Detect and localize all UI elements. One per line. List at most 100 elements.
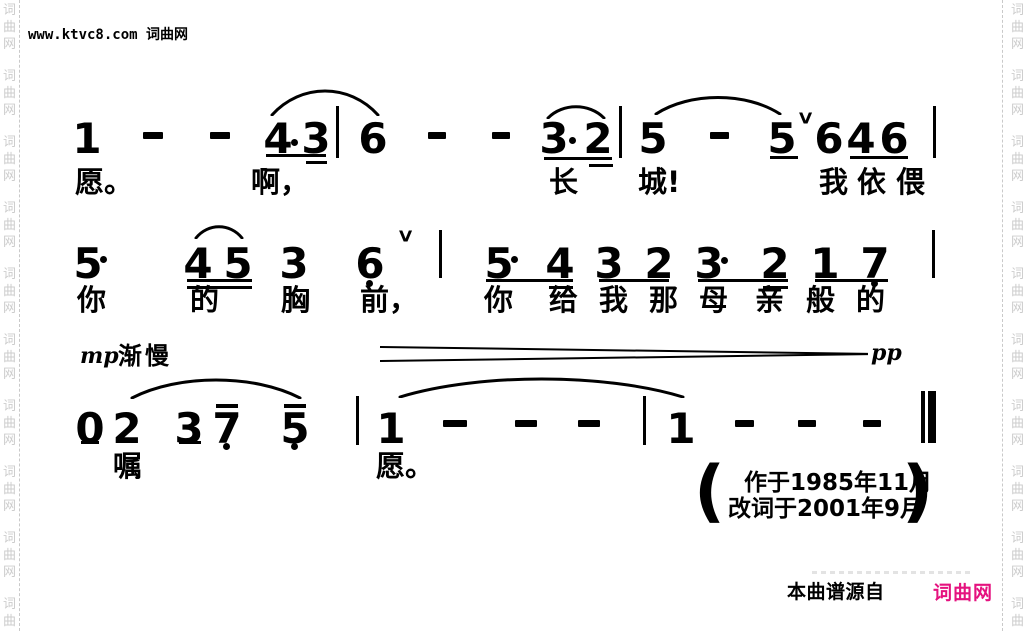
side-watermark-char: 词 bbox=[3, 332, 17, 347]
side-watermark-char: 词 bbox=[3, 2, 17, 17]
lyric: 那 bbox=[649, 283, 679, 317]
extension-dash bbox=[143, 132, 163, 139]
side-watermark-char: 曲 bbox=[3, 613, 17, 628]
side-watermark-char: 词 bbox=[3, 596, 17, 611]
slur-tie-arc bbox=[130, 378, 302, 399]
side-watermark-char: 词 bbox=[1011, 464, 1025, 479]
note-digit: 5 bbox=[73, 239, 103, 288]
dynamic-mark: pp bbox=[871, 340, 902, 366]
side-watermark-char: 曲 bbox=[1011, 283, 1025, 298]
lyric: 前， bbox=[360, 283, 419, 317]
faint-watermark-smudge bbox=[812, 571, 970, 574]
extension-dash bbox=[578, 420, 600, 427]
lyric: 我 bbox=[599, 283, 629, 317]
note-digit: 6 bbox=[879, 114, 909, 163]
side-watermark-char: 曲 bbox=[1011, 547, 1025, 562]
slur-tie-arc bbox=[398, 377, 685, 398]
side-watermark-char: 词 bbox=[1011, 530, 1025, 545]
beam-underline bbox=[306, 161, 327, 164]
note-digit: 5 bbox=[767, 114, 797, 163]
side-watermark-char: 曲 bbox=[1011, 19, 1025, 34]
note-digit: 3 bbox=[174, 404, 204, 453]
beam-underline bbox=[486, 279, 573, 282]
note-dot bbox=[721, 257, 728, 264]
side-watermark-char: 词 bbox=[3, 68, 17, 83]
lyric: 我 bbox=[819, 165, 849, 199]
side-watermark-char: 词 bbox=[1011, 200, 1025, 215]
side-watermark-char: 曲 bbox=[3, 283, 17, 298]
beam-underline bbox=[770, 156, 798, 159]
lyric: 胸 bbox=[281, 283, 311, 317]
note-digit: 3 bbox=[539, 114, 569, 163]
extension-dash bbox=[710, 132, 729, 139]
lyric: 长 bbox=[549, 165, 579, 199]
beam-underline bbox=[850, 156, 908, 159]
side-watermark-char: 词 bbox=[3, 134, 17, 149]
side-watermark-char: 词 bbox=[1011, 134, 1025, 149]
breath-mark: V bbox=[399, 228, 413, 247]
side-watermark-char: 曲 bbox=[1011, 151, 1025, 166]
side-watermark-char: 网 bbox=[3, 432, 17, 447]
credit-composed-date: 作于1985年11月 bbox=[744, 470, 933, 496]
slur-tie-arc bbox=[270, 89, 380, 116]
side-watermark-char: 网 bbox=[1011, 564, 1025, 579]
lyric: 你 bbox=[484, 283, 514, 317]
note-digit: 5 bbox=[638, 114, 668, 163]
side-watermark-char: 网 bbox=[1011, 102, 1025, 117]
side-watermark-char: 网 bbox=[1011, 300, 1025, 315]
barline bbox=[928, 391, 936, 443]
breath-mark: V bbox=[799, 110, 813, 129]
note-digit: 1 bbox=[666, 404, 696, 453]
lyric: 啊， bbox=[251, 165, 310, 199]
side-watermark-char: 网 bbox=[3, 102, 17, 117]
extension-dash bbox=[735, 420, 754, 427]
beam-underline bbox=[187, 286, 252, 289]
note-digit: 6 bbox=[814, 114, 844, 163]
side-watermark-char: 词 bbox=[3, 266, 17, 281]
beam-underline bbox=[179, 441, 201, 444]
side-watermark-char: 网 bbox=[1011, 36, 1025, 51]
slur-tie-arc bbox=[546, 105, 606, 119]
slur-tie-arc bbox=[654, 96, 782, 115]
beam-underline bbox=[549, 286, 573, 289]
note-dot bbox=[366, 280, 373, 287]
beam-underline bbox=[81, 441, 99, 444]
note-dot bbox=[291, 139, 298, 146]
extension-dash bbox=[863, 420, 881, 427]
barline bbox=[932, 230, 935, 278]
side-watermark-char: 词 bbox=[1011, 596, 1025, 611]
barline bbox=[921, 391, 925, 443]
credit-paren-close: ) bbox=[902, 452, 934, 531]
lyric: 的 bbox=[856, 283, 886, 317]
side-watermark-char: 网 bbox=[1011, 498, 1025, 513]
barline bbox=[336, 106, 339, 158]
slur-tie-arc bbox=[194, 225, 244, 239]
note-digit: 2 bbox=[112, 404, 142, 453]
side-watermark-char: 曲 bbox=[3, 547, 17, 562]
right-dashed-border bbox=[1002, 0, 1003, 631]
lyric: 偎 bbox=[896, 165, 926, 199]
side-watermark-char: 词 bbox=[3, 530, 17, 545]
side-watermark-char: 曲 bbox=[1011, 85, 1025, 100]
beam-underline bbox=[599, 279, 669, 282]
octave-overline bbox=[216, 404, 238, 408]
side-watermark-char: 曲 bbox=[1011, 217, 1025, 232]
side-watermark-char: 词 bbox=[1011, 332, 1025, 347]
beam-underline bbox=[266, 154, 326, 157]
side-watermark-char: 曲 bbox=[1011, 481, 1025, 496]
side-watermark-char: 网 bbox=[3, 498, 17, 513]
side-watermark-char: 词 bbox=[1011, 266, 1025, 281]
side-watermark-char: 词 bbox=[3, 200, 17, 215]
beam-underline bbox=[763, 286, 788, 289]
note-dot bbox=[223, 443, 230, 450]
lyric: 母 bbox=[699, 283, 729, 317]
side-watermark-char: 网 bbox=[3, 564, 17, 579]
note-digit: 2 bbox=[583, 114, 613, 163]
side-watermark-char: 词 bbox=[3, 398, 17, 413]
barline bbox=[619, 106, 622, 158]
side-watermark-char: 曲 bbox=[3, 151, 17, 166]
side-watermark-char: 网 bbox=[1011, 234, 1025, 249]
side-watermark-char: 曲 bbox=[3, 415, 17, 430]
side-watermark-char: 词 bbox=[3, 464, 17, 479]
source-site-link: 词曲网 bbox=[933, 582, 994, 604]
